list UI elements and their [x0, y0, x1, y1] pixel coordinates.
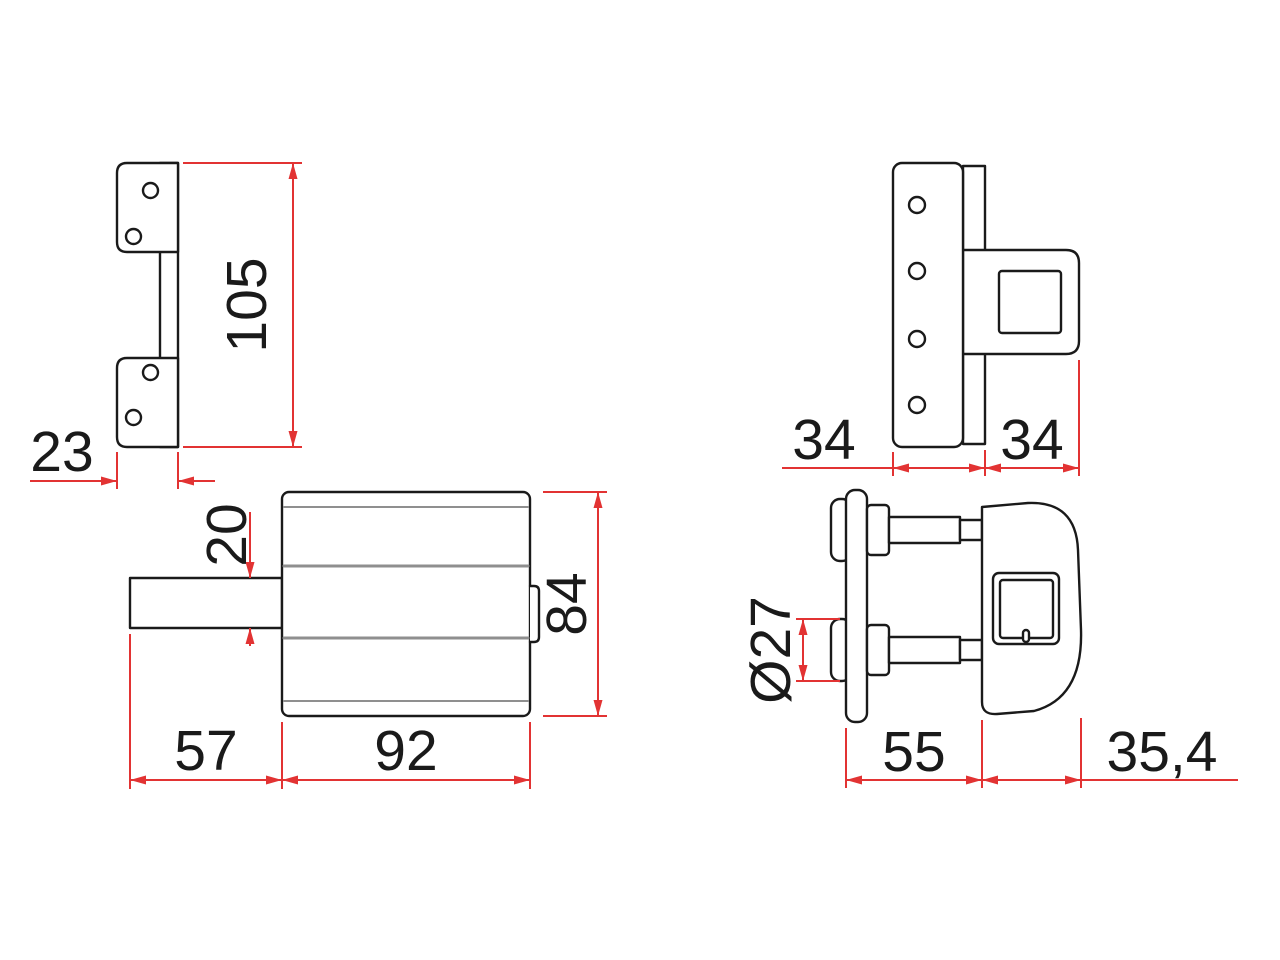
dimension-text-body-depth: 35,4: [1107, 720, 1218, 784]
lock-body-side-view: [128, 490, 541, 718]
body-detail-lines: [282, 506, 530, 702]
dimension-text-bracket-height: 105: [215, 257, 279, 352]
screw-hole: [907, 261, 927, 281]
top-pin-shaft: [887, 515, 962, 545]
screw-hole: [141, 363, 160, 382]
bottom-pin-tip: [958, 638, 984, 662]
top-pin-spacer: [865, 503, 891, 557]
dimension-text-body-length: 92: [374, 719, 437, 783]
dimension-text-shaft-height: 20: [195, 503, 259, 566]
body-tab: [528, 584, 541, 644]
dimension-text-plate-width: 34: [792, 408, 855, 472]
screw-hole: [907, 329, 927, 349]
dimension-lines: [30, 162, 1238, 789]
button-slot: [1021, 628, 1031, 644]
lock-body: [280, 490, 532, 718]
dimension-text-body-height: 84: [535, 572, 599, 635]
backing-plate: [844, 488, 869, 724]
part-outlines: [115, 161, 1083, 724]
dimension-text-pin-head-diameter: Ø27: [739, 596, 803, 704]
screw-hole: [124, 227, 143, 246]
bracket-front-view: [891, 161, 1081, 449]
dimension-text-flange-width: 23: [30, 420, 93, 484]
hasp-opening: [997, 269, 1063, 335]
dimension-text-assembly-width: 55: [882, 720, 945, 784]
dimension-labels: 105 23 20 84 57 92 34 34 Ø27 55 35,4: [30, 257, 1217, 784]
dimension-text-shaft-length: 57: [174, 719, 237, 783]
bottom-pin-shaft: [887, 635, 962, 665]
top-pin-tip: [958, 518, 984, 542]
screw-hole: [124, 408, 143, 427]
screw-hole: [907, 395, 927, 415]
lock-shaft: [128, 576, 284, 630]
lock-assembly-side-view: [829, 488, 1083, 724]
mounting-plate: [891, 161, 965, 449]
screw-hole: [141, 181, 160, 200]
bottom-pin-spacer: [865, 623, 891, 677]
dimension-text-hasp-width: 34: [1000, 408, 1063, 472]
screw-hole: [907, 195, 927, 215]
bracket-side-view: [115, 161, 180, 449]
